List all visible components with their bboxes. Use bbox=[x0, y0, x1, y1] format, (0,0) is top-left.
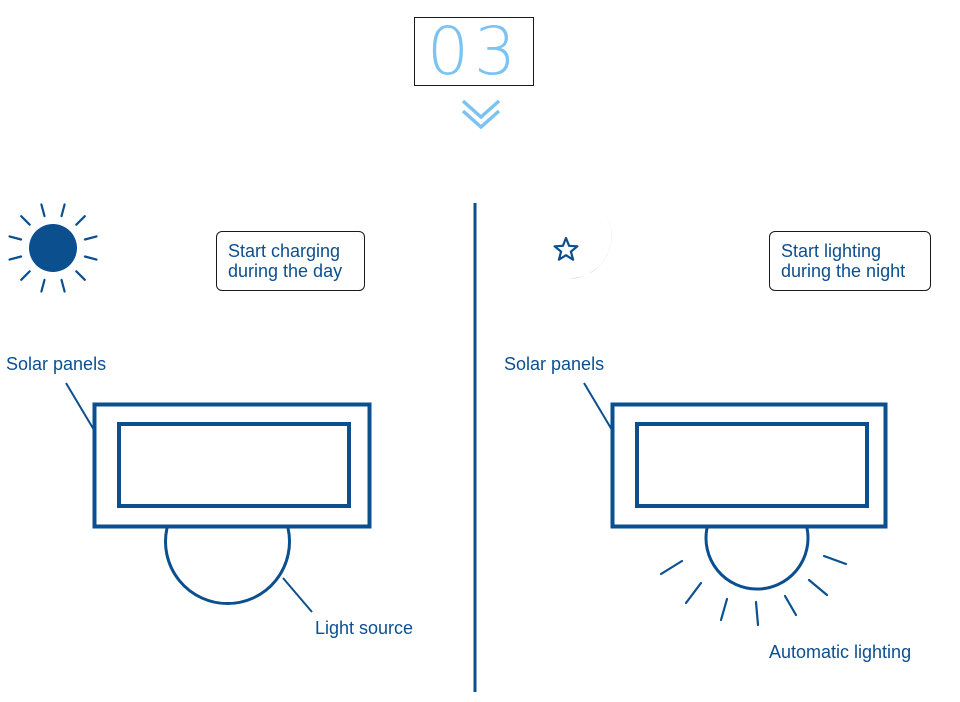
solar-panels-label-day: Solar panels bbox=[6, 354, 107, 374]
sun-ray bbox=[8, 235, 23, 241]
sun-ray bbox=[60, 203, 66, 218]
sun-ray bbox=[40, 278, 46, 293]
solar-panel-cell-right bbox=[635, 422, 869, 508]
solar-panel-leader-left bbox=[65, 382, 95, 431]
sun-ray bbox=[8, 255, 23, 261]
step-number-box: 03 bbox=[414, 17, 534, 86]
automatic-lighting-label: Automatic lighting bbox=[769, 642, 912, 662]
day-caption-line1: Start charging bbox=[228, 241, 341, 261]
light-source-leader bbox=[282, 577, 313, 613]
night-caption-line1: Start lighting bbox=[781, 241, 882, 261]
night-caption-bubble: Start lighting during the night bbox=[769, 231, 931, 291]
night-caption-line2: during the night bbox=[781, 261, 906, 281]
solar-panel-cell-left bbox=[117, 422, 351, 508]
light-dome-right bbox=[704, 527, 810, 591]
sun-ray bbox=[83, 255, 98, 261]
sun-ray bbox=[20, 270, 31, 281]
sun-ray bbox=[75, 215, 86, 226]
moon-star-icon bbox=[541, 204, 612, 279]
sun-icon bbox=[8, 203, 98, 293]
sun-ray bbox=[83, 235, 98, 241]
sun-ray bbox=[40, 203, 46, 218]
chevron-down-icon bbox=[461, 99, 501, 130]
day-caption-line2: during the day bbox=[228, 261, 343, 281]
solar-panel-leader-right bbox=[583, 382, 613, 431]
day-caption-bubble: Start charging during the day bbox=[216, 231, 365, 291]
sun-ray bbox=[20, 215, 31, 226]
solar-panels-label-night: Solar panels bbox=[504, 354, 605, 374]
light-source-label: Light source bbox=[315, 618, 414, 638]
sun-ray bbox=[60, 278, 66, 293]
step-number: 03 bbox=[427, 12, 521, 90]
light-rays bbox=[659, 554, 848, 627]
light-dome-left bbox=[164, 527, 291, 606]
sun-ray bbox=[75, 270, 86, 281]
